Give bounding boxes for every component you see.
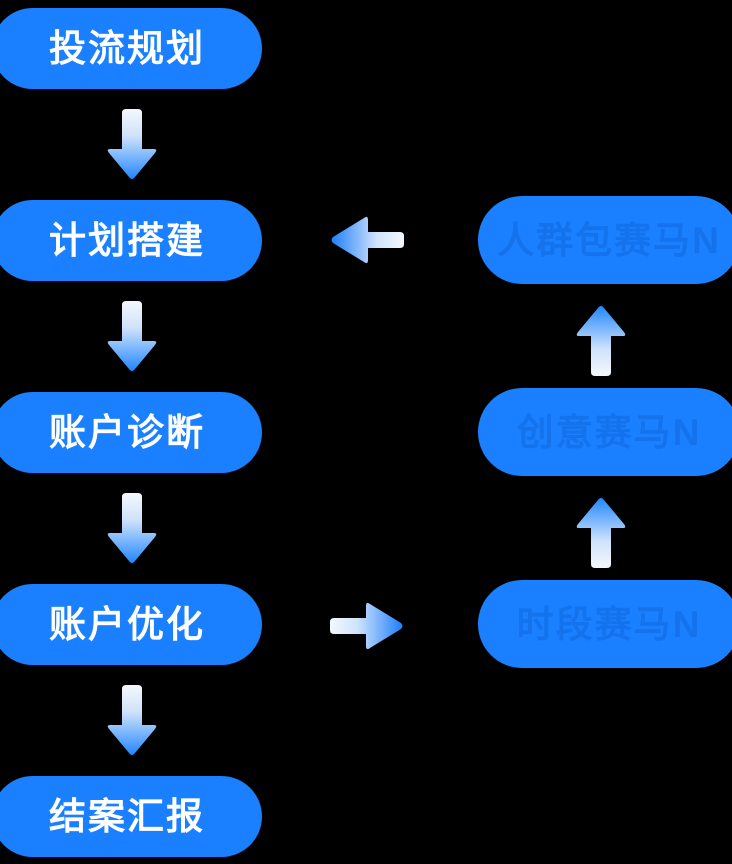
node-jihua-dajian[interactable]: 计划搭建 bbox=[0, 200, 262, 281]
arrow-up-2 bbox=[575, 304, 627, 376]
node-renqunbao-saima[interactable]: 人群包赛马N bbox=[478, 196, 732, 284]
arrow-down-4 bbox=[106, 685, 158, 757]
arrow-right-1 bbox=[330, 601, 404, 651]
arrow-left-1 bbox=[330, 215, 404, 265]
node-jiean-huibao[interactable]: 结案汇报 bbox=[0, 776, 262, 857]
arrow-down-3 bbox=[106, 493, 158, 565]
node-touliu-guihua[interactable]: 投流规划 bbox=[0, 8, 262, 89]
node-label: 时段赛马N bbox=[516, 603, 702, 645]
node-chuangyi-saima[interactable]: 创意赛马N bbox=[478, 388, 732, 476]
node-zhanghu-zhenduan[interactable]: 账户诊断 bbox=[0, 392, 262, 473]
node-label: 账户优化 bbox=[49, 604, 205, 645]
node-label: 结案汇报 bbox=[49, 796, 205, 837]
arrow-up-1 bbox=[575, 496, 627, 568]
node-label: 创意赛马N bbox=[516, 411, 702, 453]
node-zhanghu-youhua[interactable]: 账户优化 bbox=[0, 584, 262, 665]
node-label: 投流规划 bbox=[49, 28, 205, 69]
node-label: 人群包赛马N bbox=[497, 219, 721, 261]
node-label: 计划搭建 bbox=[49, 220, 205, 261]
node-shiduan-saima[interactable]: 时段赛马N bbox=[478, 580, 732, 668]
arrow-down-2 bbox=[106, 301, 158, 373]
node-label: 账户诊断 bbox=[49, 412, 205, 453]
arrow-down-1 bbox=[106, 109, 158, 181]
